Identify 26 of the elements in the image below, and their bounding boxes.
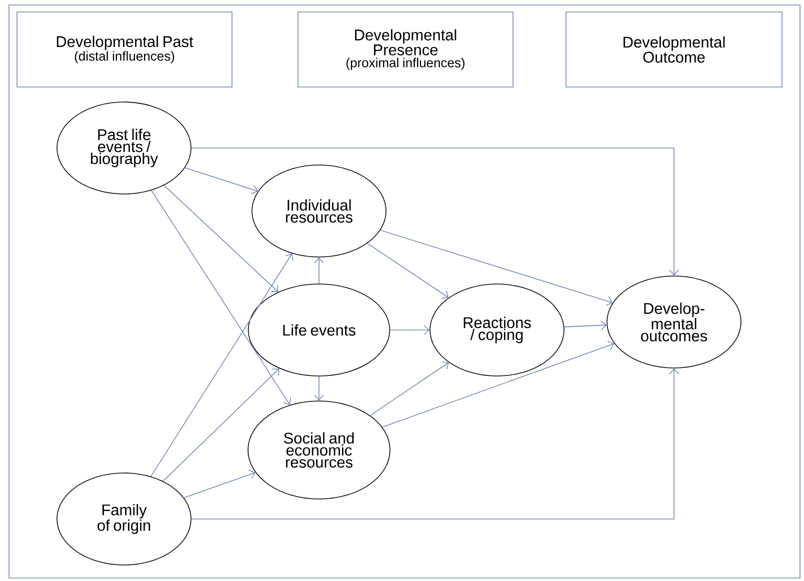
ellipse-node: Past life events / biography xyxy=(56,102,192,194)
arrow xyxy=(150,254,294,477)
ellipse-node: Reactions / coping xyxy=(430,284,564,376)
arrow xyxy=(162,368,280,482)
arrow xyxy=(314,376,324,401)
arrow xyxy=(314,257,324,284)
arrow xyxy=(164,184,278,292)
arrow xyxy=(184,470,256,498)
heading-box: Developmental Presence (proximal influences) xyxy=(298,12,514,88)
arrow xyxy=(191,368,679,520)
arrow xyxy=(191,148,679,276)
ellipse-node: Social and economic resources xyxy=(248,400,390,500)
arrow xyxy=(390,325,430,335)
arrow xyxy=(370,361,449,416)
ellipse-node: Family of origin xyxy=(56,472,192,566)
ellipse-node: Individual resources xyxy=(252,164,386,258)
arrow xyxy=(150,190,292,405)
arrow xyxy=(380,230,613,306)
heading-box: Developmental Outcome xyxy=(566,12,782,88)
arrow xyxy=(184,167,258,194)
arrow xyxy=(382,340,614,428)
ellipse-node: Develop- mental outcomes xyxy=(606,276,742,368)
arrow xyxy=(564,320,607,330)
ellipse-node: Life events xyxy=(248,284,390,376)
heading-box: Developmental Past (distal influences) xyxy=(16,12,232,88)
arrow xyxy=(366,242,449,299)
